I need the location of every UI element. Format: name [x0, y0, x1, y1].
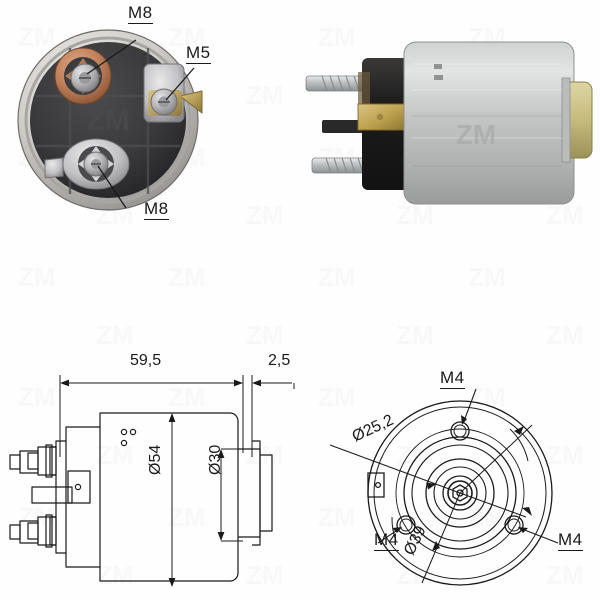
label-m5: M5 [186, 43, 211, 64]
svg-text:ZM: ZM [456, 119, 496, 150]
leader-lines [86, 39, 195, 209]
side-elevation-drawing: 59,5 2,5 Ø54 Ø30 [0, 345, 300, 600]
label-m4-right: M4 [558, 530, 583, 551]
dimension-body-diameter: Ø54 [147, 444, 164, 475]
brass-spade-connector [357, 103, 405, 131]
label-m4-left: M4 [374, 530, 399, 551]
brass-end-ring [567, 81, 593, 159]
dimension-total-length: 59,5 [130, 352, 162, 369]
dimension-cap-length: 2,5 [268, 352, 291, 369]
m4-holes [396, 421, 524, 535]
copper-terminal-m8 [54, 47, 112, 105]
label-m4-top: M4 [440, 368, 465, 389]
svg-text:ZM: ZM [86, 104, 129, 137]
solenoid-side-view-photo: ZM [300, 20, 593, 220]
label-m8-bottom: M8 [144, 199, 169, 220]
steel-terminal-m8 [44, 138, 130, 190]
end-face-drawing: M4 M4 M4 Ø25,2 Ø39 [300, 345, 600, 600]
dimension-nose-diameter: Ø30 [207, 444, 224, 475]
label-m8-top: M8 [128, 3, 153, 24]
solenoid-front-face-photo: ZM [8, 4, 223, 223]
